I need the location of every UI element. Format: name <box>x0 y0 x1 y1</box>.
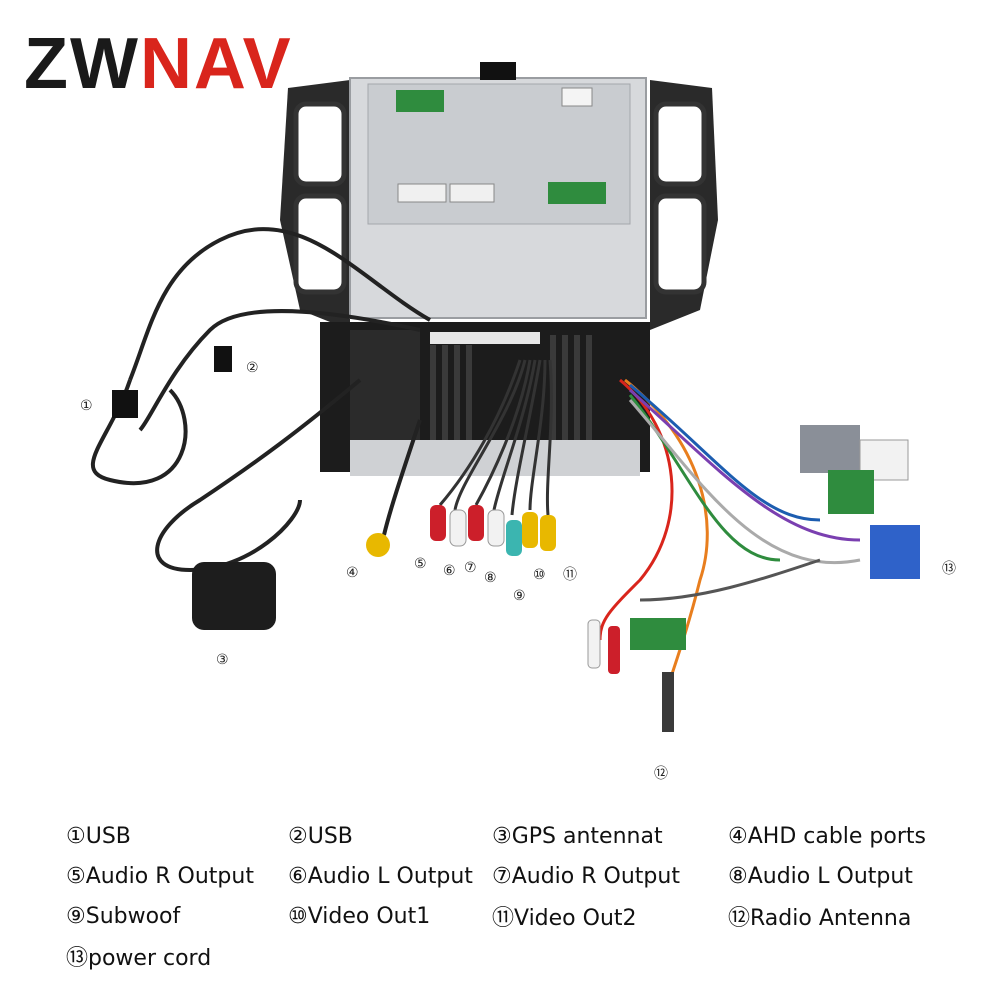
radio-antenna-plug <box>662 672 674 732</box>
harness-connector <box>870 525 920 579</box>
callout-6: ⑥ <box>443 563 456 579</box>
gps-antenna <box>192 562 276 630</box>
legend-item-audio-l-2: ⑧Audio L Output <box>728 863 913 889</box>
harness-connector <box>630 618 686 650</box>
legend-item-power-cord: ⑬power cord <box>66 946 212 971</box>
harness-connector <box>828 470 874 514</box>
zwnav-logo: ZWNAV <box>24 28 293 100</box>
white-connector <box>449 183 495 203</box>
logo-part-zw: ZW <box>24 24 140 104</box>
legend-row: ⑬power cord <box>66 936 986 976</box>
legend-item-gps-antenna: ③GPS antennat <box>492 823 663 849</box>
connection-legend: ①USB ②USB ③GPS antennat ④AHD cable ports… <box>66 816 986 976</box>
callout-13: ⑬ <box>942 561 956 577</box>
callout-4: ④ <box>346 565 359 581</box>
legend-item-video-out-1: ⑩Video Out1 <box>288 903 431 929</box>
callout-7: ⑦ <box>464 560 477 576</box>
product-photo <box>90 62 920 732</box>
harness-connector <box>800 425 860 473</box>
callout-12: ⑫ <box>654 766 668 782</box>
rca-plugs <box>366 505 556 557</box>
legend-item-usb-2: ②USB <box>288 823 353 849</box>
legend-item-audio-r-2: ⑦Audio R Output <box>492 863 680 889</box>
white-connector <box>397 183 447 203</box>
legend-item-audio-l-1: ⑥Audio L Output <box>288 863 473 889</box>
legend-item-ahd-cable: ④AHD cable ports <box>728 823 926 849</box>
callout-1: ① <box>80 398 93 414</box>
green-connector <box>548 182 606 204</box>
callout-5: ⑤ <box>414 556 427 572</box>
usb-plug-1 <box>112 390 138 418</box>
legend-row: ⑨Subwoof ⑩Video Out1 ⑪Video Out2 ⑫Radio … <box>66 896 986 936</box>
usb-cable-1 <box>90 227 431 486</box>
legend-row: ⑤Audio R Output ⑥Audio L Output ⑦Audio R… <box>66 856 986 896</box>
white-connector <box>561 87 593 107</box>
callout-10: ⑩ <box>533 567 546 583</box>
rca-cables <box>382 359 553 536</box>
green-connector <box>396 90 444 112</box>
legend-item-subwoofer: ⑨Subwoof <box>66 903 181 929</box>
legend-item-audio-r-1: ⑤Audio R Output <box>66 863 254 889</box>
callout-11: ⑪ <box>563 567 577 583</box>
callout-9: ⑨ <box>513 588 526 604</box>
callout-3: ③ <box>216 652 229 668</box>
callout-2: ② <box>246 360 259 376</box>
legend-item-usb-1: ①USB <box>66 823 131 849</box>
gps-cable <box>155 378 362 573</box>
logo-part-nav: NAV <box>139 24 293 104</box>
usb-cable-2 <box>138 309 421 432</box>
legend-item-radio-antenna: ⑫Radio Antenna <box>728 906 912 931</box>
legend-row: ①USB ②USB ③GPS antennat ④AHD cable ports <box>66 816 986 856</box>
callout-8: ⑧ <box>484 570 497 586</box>
legend-item-video-out-2: ⑪Video Out2 <box>492 906 637 931</box>
usb-plug-2 <box>214 346 232 372</box>
